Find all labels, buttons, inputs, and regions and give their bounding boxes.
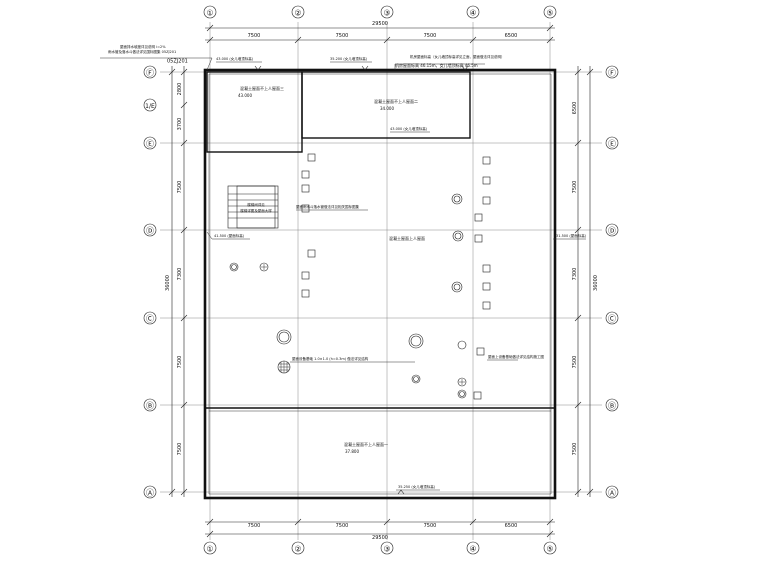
elevation-text: 43.000 (女儿墙顶标高) (390, 126, 428, 131)
leader-lines (100, 57, 586, 491)
axis-label: Ⓔ (608, 140, 616, 149)
dimension-span: 7500 (177, 181, 183, 194)
dimension-span: 7300 (572, 268, 578, 281)
main-title: 混凝土屋面上人屋面 (389, 235, 425, 241)
dimension-span: 7500 (572, 443, 578, 456)
axis-label: ① (206, 545, 213, 554)
axis-label: Ⓔ (146, 140, 154, 149)
dimension-span: 2800 (177, 83, 183, 96)
room-title: 混凝土屋面不上人屋面一 (344, 441, 388, 447)
axis-label: ② (294, 9, 301, 18)
elevation-text: 43.000 (女儿墙顶标高) (216, 56, 254, 61)
outer-walls (203, 68, 557, 500)
note-text: 屋面上设备基础做法详见结构施工图 (488, 354, 544, 359)
dimension-span: 3700 (177, 118, 183, 131)
upper-room-right (301, 71, 471, 139)
dimension-total: 29500 (372, 535, 388, 541)
axis-label: ⑤ (546, 9, 553, 18)
axis-label: Ⓕ (608, 69, 616, 78)
elevation-text: 35.250 (女儿墙顶标高) (398, 484, 436, 489)
round-vents (229, 193, 467, 399)
note-text: 05ZJ201 (167, 59, 188, 65)
axis-bubbles-bottom: ① ② ③ ④ ⑤ (203, 541, 557, 555)
dimension-span: 7500 (248, 523, 261, 529)
axis-label: Ⓓ (608, 227, 616, 236)
axis-label: ⑤ (546, 545, 553, 554)
dimension-span: 7500 (572, 356, 578, 369)
note-text: 屋面排水坡度详见说明 i=2% (120, 44, 166, 49)
stair-label: 楼梯详图及屋面大样 (240, 208, 272, 213)
dimension-span: 7500 (424, 33, 437, 39)
stair: 楼梯间详见 楼梯详图及屋面大样 (227, 185, 279, 229)
dimension-bottom: 7500 7500 7500 6500 29500 (205, 518, 555, 541)
axis-label: ① (206, 9, 213, 18)
svg-text:1/E: 1/E (145, 103, 155, 110)
axis-label: ④ (469, 9, 476, 18)
dimension-total: 36000 (165, 275, 171, 291)
stair-label: 楼梯间详见 (247, 202, 265, 207)
room-title: 混凝土屋面不上人屋面三 (240, 85, 284, 91)
dimension-span: 7300 (177, 268, 183, 281)
note-text: 机房屋面标高 46.15m，女儿墙顶标高 46.5m (395, 62, 478, 68)
axis-label: ④ (469, 545, 476, 554)
axis-label: Ⓐ (608, 489, 616, 498)
drain-arrows (254, 65, 469, 495)
dimension-top: 29500 7500 7500 7500 6500 (205, 21, 555, 44)
axis-bubbles-top: ① ② ③ ④ ⑤ (203, 5, 557, 19)
dimension-span: 7500 (177, 443, 183, 456)
dimension-span: 7500 (336, 33, 349, 39)
hatched-vents (261, 264, 465, 385)
dimension-span: 6500 (505, 523, 518, 529)
dimension-span: 7500 (336, 523, 349, 529)
dimension-span: 6500 (572, 102, 578, 115)
dimension-right: 6500 7500 7300 7500 7500 36000 (572, 66, 599, 497)
note-text: 屋面雨水斗落水管做法详见相关国标图集 (296, 204, 359, 209)
dimension-span: 7500 (572, 181, 578, 194)
axis-label: Ⓓ (146, 227, 154, 236)
room-elevation: 37.800 (345, 449, 359, 454)
axis-label: Ⓑ (608, 402, 616, 411)
axis-label: Ⓒ (608, 315, 616, 324)
axis-label: Ⓑ (146, 402, 154, 411)
elevation-text: 35.200 (女儿墙顶标高) (330, 56, 368, 61)
elevation-text: 31.500 (屋面标高) (556, 233, 587, 238)
axis-label: Ⓐ (146, 489, 154, 498)
dimension-span: 6500 (505, 33, 518, 39)
dimension-total: 29500 (372, 21, 388, 27)
elevation-text: 41.500 (屋面标高) (214, 233, 245, 238)
room-elevation: 34.000 (380, 106, 394, 111)
dimension-span: 7500 (248, 33, 261, 39)
room-title: 混凝土屋面不上人屋面二 (374, 98, 418, 104)
upper-room-left (206, 71, 303, 153)
note-text: 雨水管及落水斗做法详见国标图集 05ZJ201 (108, 49, 176, 54)
note-text: 屋面设备基础 1.0×1.0 (h=0.3m) 做法详见结构 (292, 356, 369, 361)
dimension-span: 7500 (424, 523, 437, 529)
dimension-span: 7500 (177, 356, 183, 369)
square-equipment-bases (301, 153, 491, 400)
axis-label: ③ (383, 9, 390, 18)
note-text: 机房屋面标高（女儿墙顶标高详见立面，屋面做法详见说明） (410, 54, 505, 59)
annotations: 屋面排水坡度详见说明 i=2% 雨水管及落水斗做法详见国标图集 05ZJ201 … (108, 44, 587, 489)
dimension-total: 36000 (593, 275, 599, 291)
dimension-left: 2800 3700 7500 7300 7500 7500 36000 (165, 66, 188, 497)
axis-label: ③ (383, 545, 390, 554)
room-elevation: 43.000 (238, 93, 252, 98)
axis-bubbles-left: Ⓕ 1/E Ⓔ Ⓓ Ⓒ Ⓑ Ⓐ (143, 65, 157, 499)
axis-label: ② (294, 545, 301, 554)
axis-label: Ⓒ (146, 315, 154, 324)
axis-label: Ⓕ (146, 69, 154, 78)
axis-bubbles-right: Ⓕ Ⓔ Ⓓ Ⓒ Ⓑ Ⓐ (605, 65, 619, 499)
